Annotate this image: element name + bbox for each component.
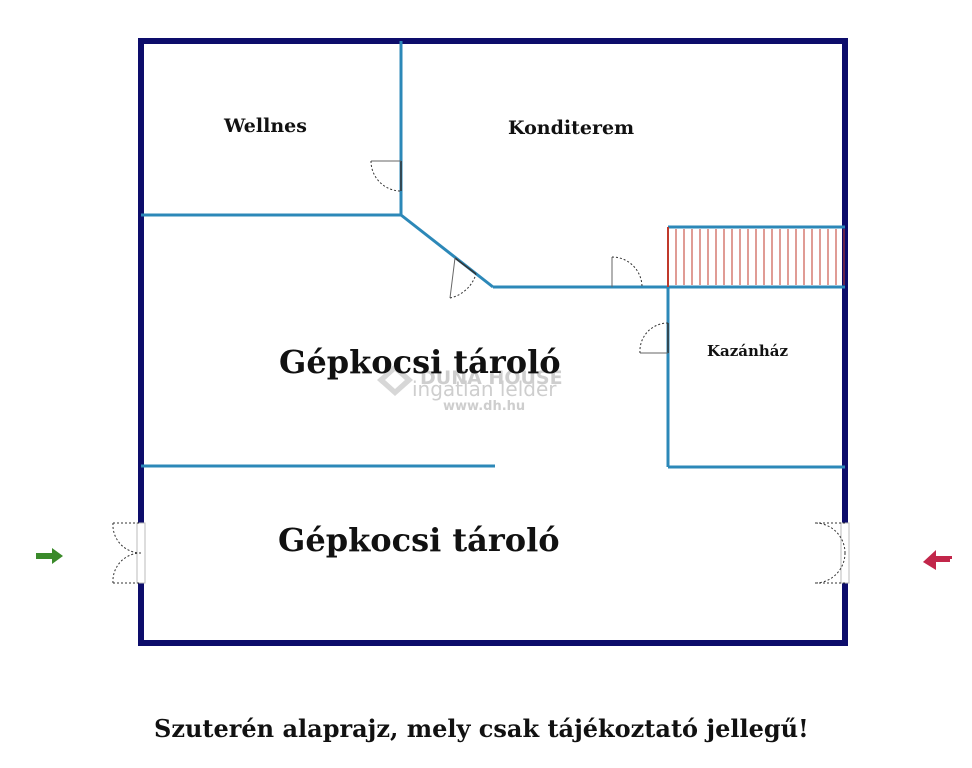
entry-arrow-icon <box>36 548 63 564</box>
watermark-brand: DUNA HOUSE <box>420 367 563 389</box>
door-wellnes <box>370 160 402 192</box>
watermark: DUNA HOUSE ingatlan lelder www.dh.hu <box>377 364 563 414</box>
room-label-konditerem: Konditerem <box>508 117 634 139</box>
staircase <box>667 227 845 287</box>
room-label-garage-lower: Gépkocsi tároló <box>278 521 560 559</box>
door-konditerem <box>611 256 643 288</box>
duna-house-logo-icon <box>377 364 413 396</box>
room-label-garage-upper: Gépkocsi tároló <box>279 343 561 381</box>
outer-wall <box>138 38 848 646</box>
exit-arrow-icon <box>923 550 952 570</box>
room-label-wellnes: Wellnes <box>223 115 307 137</box>
door-kazanhaz <box>639 322 669 354</box>
watermark-url: www.dh.hu <box>443 399 525 414</box>
room-label-kazanhaz: Kazánház <box>707 342 789 360</box>
gate-left <box>112 522 146 584</box>
floor-plan-caption: Szuterén alaprajz, mely csak tájékoztató… <box>154 714 809 743</box>
watermark-tagline: ingatlan lelder <box>412 377 557 401</box>
gate-right <box>814 522 850 584</box>
door-diagonal <box>449 257 477 299</box>
